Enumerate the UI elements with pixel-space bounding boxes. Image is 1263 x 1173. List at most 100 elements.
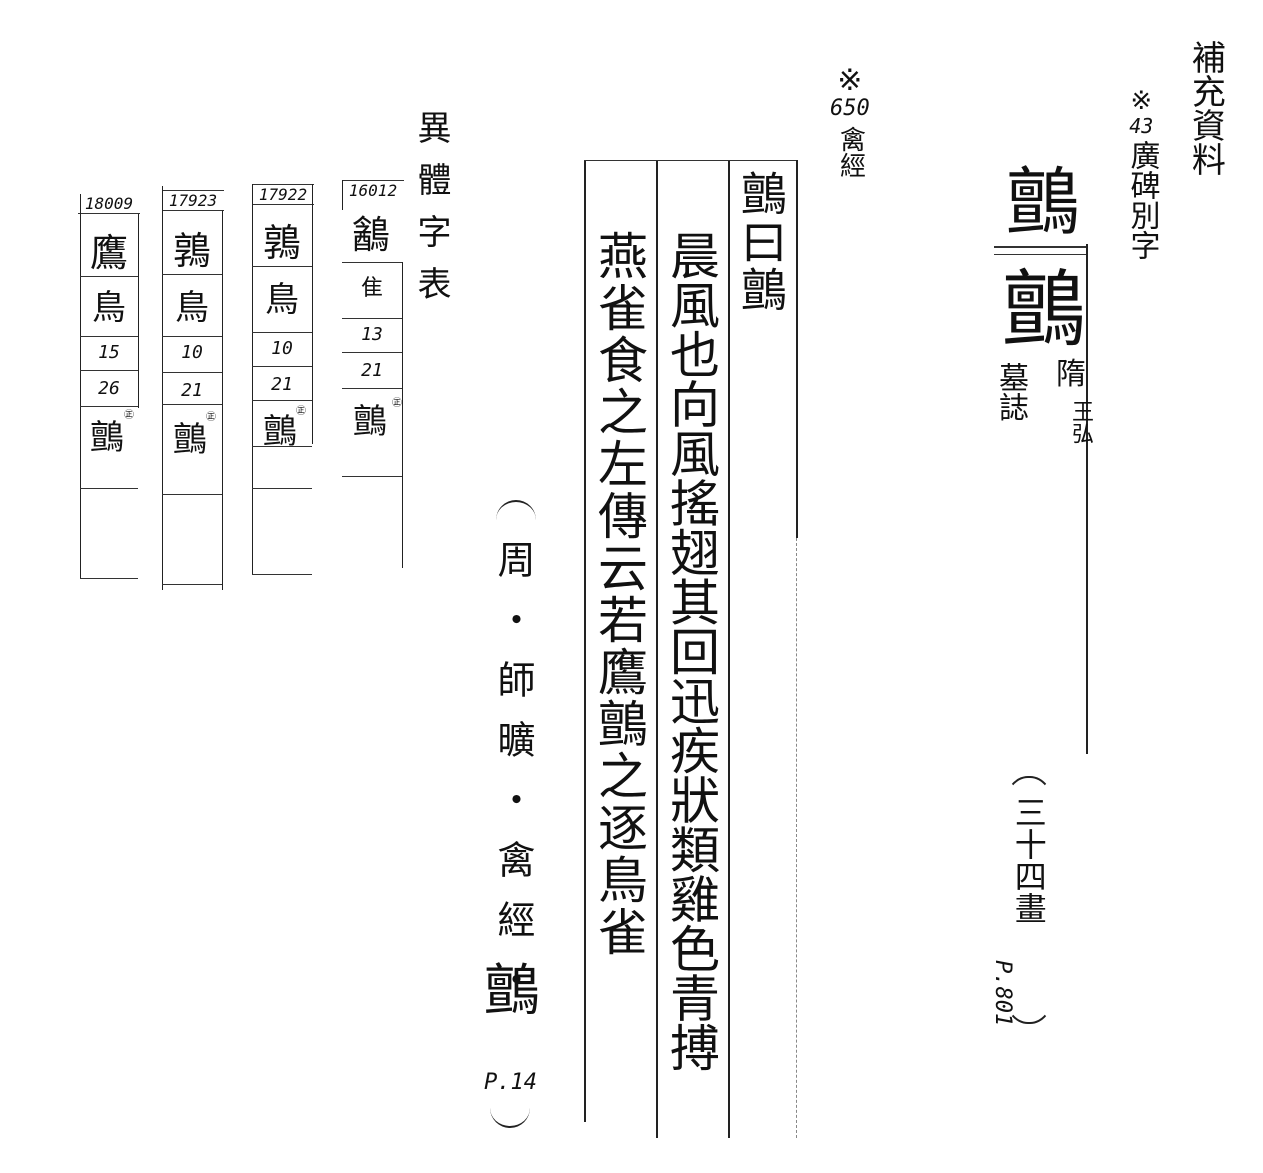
variant-radical: 鳥 (175, 288, 209, 328)
citation-paren-bottom (490, 1104, 530, 1128)
variant-id: 18009 (78, 194, 140, 214)
row-line (162, 494, 222, 495)
variant-table-title: 異體字表 (411, 110, 451, 318)
row-line (80, 336, 138, 337)
source-dynasty: 隋 (1056, 357, 1086, 392)
headword-source-person: 隋 王弘 (1040, 357, 1102, 445)
variant-mark: ㊣ (296, 406, 306, 417)
variant-mark: ㊣ (206, 412, 216, 423)
reference-mark: ※ (1130, 86, 1153, 116)
row-line (162, 372, 222, 373)
page-number: P.801 (990, 960, 1015, 1027)
variant-mapped: 鸇 (353, 402, 387, 442)
col-edge (138, 214, 139, 408)
headword-variant: 鸇 (1006, 160, 1080, 246)
variant-n1: 15 (98, 342, 120, 363)
entry-ref-number: 650 (830, 96, 870, 121)
row-line (80, 578, 138, 579)
entry-frame-mid1 (728, 160, 730, 1138)
col-edge (80, 194, 81, 578)
variant-mapped: 鸇 (263, 412, 297, 452)
row-line (162, 336, 222, 337)
variant-glyph: 鷹 (89, 231, 128, 275)
row-line (252, 574, 312, 575)
citation-page: P.14 (484, 1070, 537, 1095)
reference-label: 廣碑別字 (1124, 140, 1160, 260)
row-line (162, 274, 222, 275)
supplement-reference: ※ 43 廣碑別字 (1124, 86, 1160, 260)
variant-n2: 21 (181, 380, 203, 401)
row-line (252, 332, 312, 333)
headword-rule (1086, 244, 1088, 754)
source-type: 墓誌 (993, 362, 1028, 422)
stroke-label: 三十四畫 (1009, 796, 1048, 924)
variant-n2: 21 (361, 360, 383, 381)
col-edge (252, 184, 253, 574)
variant-id: 17923 (162, 190, 224, 211)
entry-ref-source: 禽經 (835, 126, 866, 178)
citation-text: 周・師曠・禽經・ (491, 540, 535, 1020)
variant-n2: 26 (98, 378, 120, 399)
reference-number: 43 (1129, 114, 1154, 138)
citation-paren-top (496, 500, 536, 532)
variant-mark: ㊣ (392, 398, 402, 409)
citation-char: 鸇 (484, 959, 540, 1024)
headword-divider (994, 246, 1086, 248)
entry-column-3: 燕雀食之左傳云若鷹鸇之逐鳥雀 (590, 230, 648, 958)
variant-radical: 鳥 (92, 288, 126, 328)
stroke-count-text: 三十四畫 (1009, 796, 1048, 924)
supplement-title-text: 補充資料 (1185, 40, 1226, 176)
headword-source-type: 墓誌 (992, 362, 1028, 422)
variant-glyph: 䳺 (351, 213, 390, 257)
variant-radical: 隹 (360, 276, 383, 301)
row-line (342, 262, 402, 263)
row-line (162, 584, 222, 585)
stroke-count (1004, 776, 1054, 1024)
entry-frame-left (584, 160, 586, 1122)
col-edge (162, 186, 163, 590)
variant-radical: 鳥 (265, 280, 299, 320)
variant-mapped: 鸇 (173, 420, 207, 460)
row-line (342, 318, 402, 319)
row-line (80, 406, 138, 407)
variant-n1: 10 (181, 342, 203, 363)
variant-mark: ㊣ (124, 410, 134, 421)
row-line (342, 476, 402, 477)
variant-id: 16012 (342, 180, 404, 200)
row-line (252, 446, 312, 447)
variant-glyph: 鶉 (172, 229, 211, 273)
headword-divider-2 (994, 254, 1086, 255)
col-edge (312, 184, 313, 444)
entry-frame-right-lower (796, 538, 797, 1138)
row-line (342, 388, 402, 389)
row-line (252, 366, 312, 367)
variant-mapped: 鸇 (90, 418, 124, 458)
row-line (342, 352, 402, 353)
headword-main: 鸇 (1002, 261, 1087, 359)
row-line (252, 266, 312, 267)
supplement-title: 補充資料 (1185, 40, 1226, 176)
row-line (162, 404, 222, 405)
variant-n2: 21 (271, 374, 293, 395)
entry-frame-top (584, 160, 796, 161)
col-edge (342, 180, 343, 210)
entry-ref-mark: ※ (837, 63, 863, 98)
entry-column-2: 晨風也向風搖翅其回迅疾狀類雞色青搏 (662, 230, 720, 1072)
entry-frame-mid2 (656, 160, 658, 1138)
entry-column-1: 鸇曰鸇 (734, 170, 788, 314)
row-line (80, 276, 138, 277)
row-line (80, 370, 138, 371)
row-line (252, 400, 312, 401)
variant-n1: 10 (271, 338, 293, 359)
variant-n1: 13 (361, 324, 383, 345)
row-line (80, 488, 138, 489)
col-edge (402, 262, 403, 568)
source-person: 王弘 (1068, 400, 1093, 444)
col-edge (222, 210, 223, 590)
entry-frame-right (796, 160, 798, 538)
entry-reference: ※ 650 禽經 (830, 63, 870, 179)
row-line (252, 488, 312, 489)
variant-id: 17922 (252, 184, 314, 205)
variant-glyph: 鶉 (262, 221, 301, 265)
